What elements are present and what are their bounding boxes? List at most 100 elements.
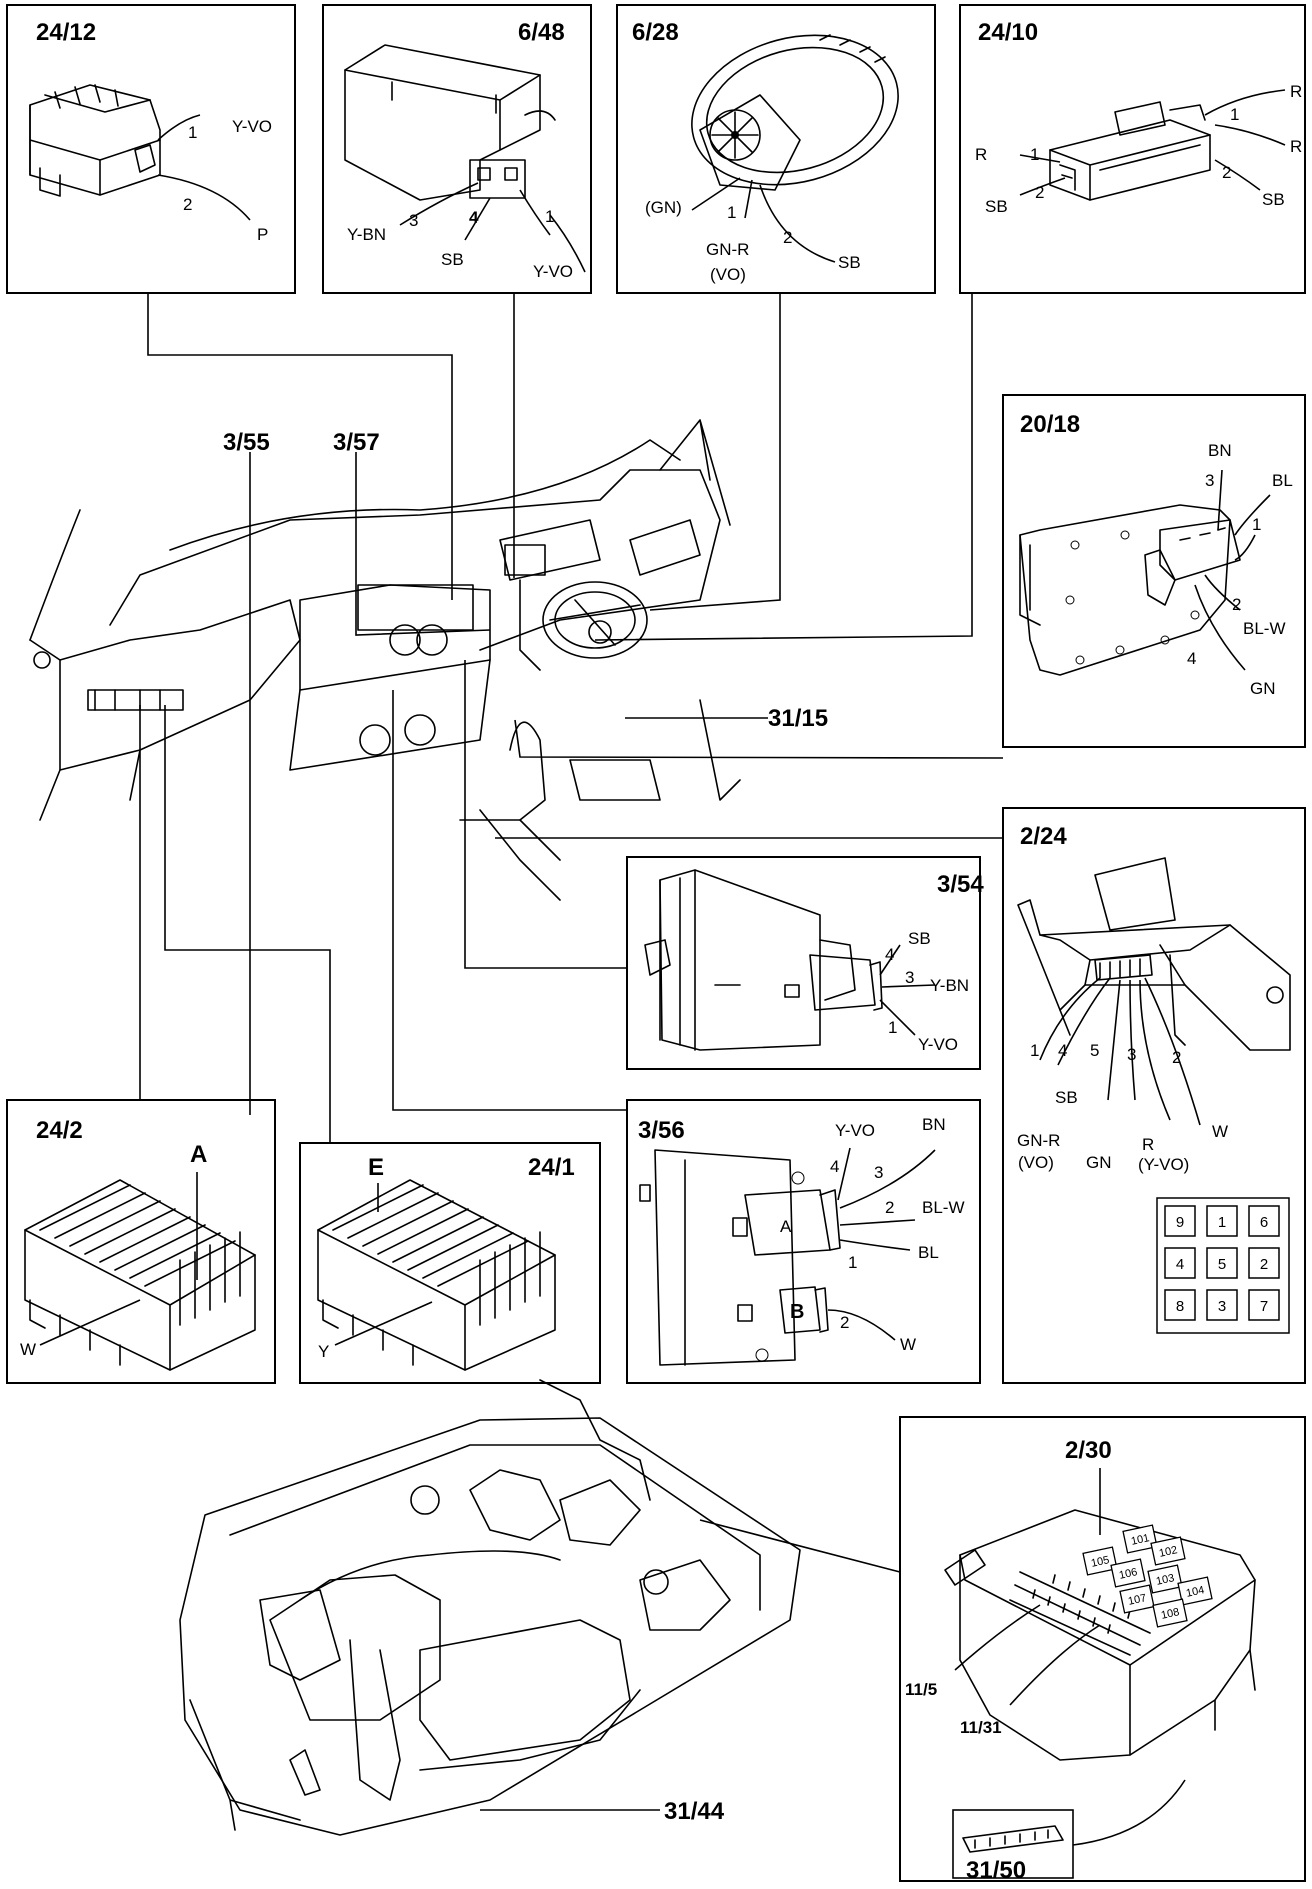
wire-gn-paren: (GN): [645, 198, 682, 217]
panel-24-12: 24/12 1 Y-VO 2 P: [6, 4, 296, 294]
pin-2: 2: [1232, 595, 1241, 614]
relay-position-cell: [1206, 1289, 1238, 1321]
fuse-box-drawing: [24, 1179, 256, 1371]
pin-4: 4: [885, 945, 894, 964]
wire-gn-r: GN-R: [1017, 1131, 1060, 1150]
pin-1: 1: [888, 1018, 897, 1037]
panel-id: 24/10: [978, 19, 1038, 46]
pin-1-left: 1: [1030, 145, 1039, 164]
relay: [1152, 1598, 1188, 1628]
panel-6-48: 6/48 Y-BN 3 4 SB 1 Y-VO: [322, 4, 592, 294]
panel-id: 20/18: [1020, 411, 1080, 438]
panel-id: 6/48: [518, 19, 565, 46]
wire-bl: BL: [1272, 471, 1293, 490]
panel-24-2: 24/2 A W: [6, 1099, 276, 1384]
pin-2: 2: [1172, 1048, 1181, 1067]
relay-position-cell: [1164, 1205, 1196, 1237]
fusebox-label-a: A: [190, 1141, 207, 1168]
pin-4: 4: [1187, 649, 1196, 668]
panel-id: 24/1: [528, 1154, 575, 1181]
relay-position-cell: [1206, 1205, 1238, 1237]
wire-vo-paren: (VO): [710, 265, 746, 284]
relay-number: 108: [1160, 1606, 1180, 1622]
callout-31-44: 31/44: [664, 1798, 725, 1825]
pin-3: 3: [905, 968, 914, 987]
pin-3: 3: [874, 1163, 883, 1182]
wire-bl-w: BL-W: [1243, 619, 1286, 638]
fuse-label-11-5: 11/5: [905, 1680, 937, 1699]
wire-y-vo: Y-VO: [835, 1121, 875, 1140]
wire-sb: SB: [908, 929, 931, 948]
relay-position-number: 9: [1176, 1214, 1184, 1231]
relay-position-number: 8: [1176, 1298, 1184, 1315]
panel-id: 31/50: [966, 1857, 1026, 1884]
pin-1: 1: [188, 123, 197, 142]
pin-2: 2: [885, 1198, 894, 1217]
wire-y: Y: [318, 1342, 329, 1361]
wire-bn: BN: [1208, 441, 1232, 460]
relay-position-number: 1: [1218, 1214, 1226, 1231]
wire-y-vo-paren: (Y-VO): [1138, 1155, 1189, 1174]
relay-position-number: 3: [1218, 1298, 1226, 1315]
relay: [1119, 1584, 1155, 1614]
panel-id: 3/56: [638, 1117, 685, 1144]
panel-24-10: 24/10 R 1 R R 1 2 SB 2 SB: [959, 4, 1306, 294]
relay-number: 106: [1118, 1566, 1138, 1582]
panel-3-54: 3/54 SB 4 3 Y-BN 1 Y-VO: [626, 856, 984, 1070]
relay: [1122, 1524, 1158, 1554]
relay: [1082, 1546, 1118, 1576]
wire-r-left: R: [975, 145, 987, 164]
fusebox-label-e: E: [368, 1154, 384, 1181]
wire-y-vo: Y-VO: [232, 117, 272, 136]
pin-2-b: 2: [840, 1313, 849, 1332]
switch-module-drawing: [644, 869, 883, 1051]
wire-gn: GN: [1250, 679, 1276, 698]
pin-2-left: 2: [1035, 183, 1044, 202]
connector-b-letter: B: [790, 1301, 804, 1323]
connector-a-letter: A: [780, 1217, 792, 1236]
wire-bl-w: BL-W: [922, 1198, 965, 1217]
callout-leader-lines: [139, 293, 1004, 1573]
relay: [1150, 1536, 1186, 1566]
relay-number: 101: [1130, 1532, 1150, 1548]
wire-w: W: [900, 1335, 916, 1354]
relay-position-number: 2: [1260, 1256, 1268, 1273]
relay: [1110, 1558, 1146, 1588]
panel-id: 24/12: [36, 19, 96, 46]
blower-motor-drawing: [691, 34, 899, 191]
wire-w: W: [1212, 1122, 1228, 1141]
wire-gn-r: GN-R: [706, 240, 749, 259]
pin-1: 1: [727, 203, 736, 222]
connector-drawing: [1049, 101, 1211, 201]
wire-bn: BN: [922, 1115, 946, 1134]
pin-1: 1: [545, 207, 554, 226]
panel-id: 2/24: [1020, 823, 1067, 850]
wire-p: P: [257, 225, 268, 244]
relay-position-number: 6: [1260, 1214, 1268, 1231]
pin-3: 3: [1205, 471, 1214, 490]
pin-1-top: 1: [1230, 105, 1239, 124]
panel-20-18: 20/18 BN 3 BL 1 2 BL-W 4 GN: [1002, 394, 1306, 748]
panel-24-1: 24/1 E Y: [299, 1142, 601, 1384]
dashboard-illustration: [29, 419, 741, 901]
wire-sb: SB: [838, 253, 861, 272]
relay-number: 104: [1185, 1584, 1205, 1600]
panel-id: 2/30: [1065, 1437, 1112, 1464]
pin-1: 1: [1030, 1041, 1039, 1060]
wire-sb: SB: [441, 250, 464, 269]
connector-drawing: [29, 84, 161, 197]
pin-4: 4: [830, 1157, 839, 1176]
panel-6-28: 6/28 (GN) 1 GN-R (VO) 2 SB: [616, 4, 936, 294]
control-module-drawing: [344, 44, 556, 201]
central-electronic-box-drawing: [944, 1509, 1256, 1761]
pin-4: 4: [1058, 1041, 1067, 1060]
relay-number: 105: [1090, 1554, 1110, 1570]
fuse-label-11-31: 11/31: [960, 1718, 1002, 1737]
pin-3: 3: [409, 211, 418, 230]
relay-bracket-drawing: [1017, 857, 1291, 1051]
relay: [1147, 1564, 1183, 1594]
wire-y-vo: Y-VO: [533, 262, 573, 281]
